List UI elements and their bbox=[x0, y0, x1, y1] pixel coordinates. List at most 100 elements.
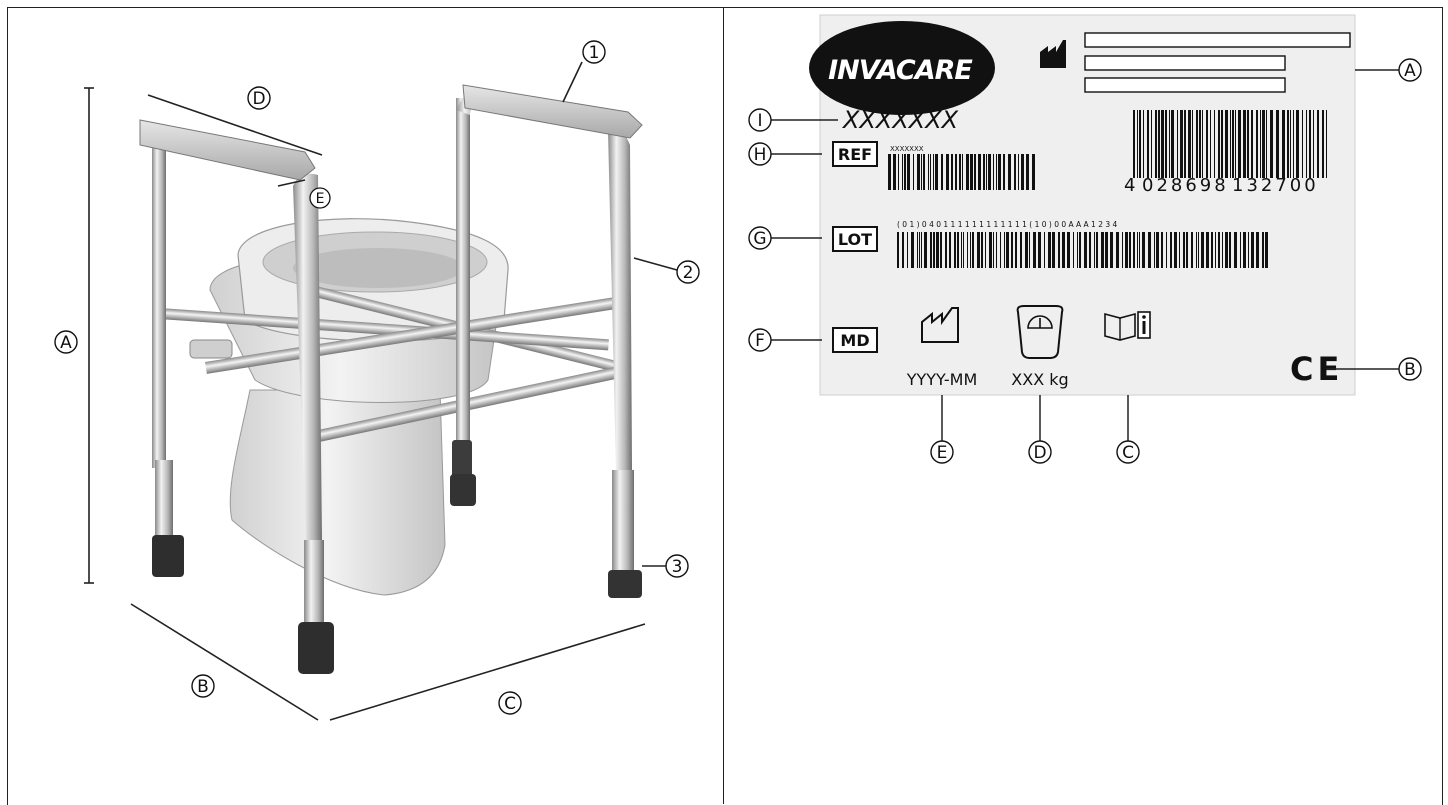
label-callout-f: F bbox=[748, 328, 772, 352]
md-box bbox=[832, 327, 878, 353]
barcode-bar bbox=[1139, 232, 1140, 268]
barcode-bar bbox=[1033, 232, 1036, 268]
toilet-pedestal bbox=[229, 389, 446, 596]
barcode-bar bbox=[888, 154, 891, 190]
dimension-lines bbox=[84, 61, 678, 721]
barcode-bar bbox=[985, 232, 986, 268]
barcode-bar bbox=[1243, 110, 1246, 178]
barcode-bar bbox=[996, 232, 997, 268]
ean-right-digits: 132700 bbox=[1232, 175, 1319, 196]
barcode-bar bbox=[1156, 232, 1159, 268]
barcode-bar bbox=[1218, 232, 1220, 268]
barcode-bar bbox=[936, 232, 939, 268]
ean-barcode bbox=[1133, 110, 1327, 178]
barcode-bar bbox=[1243, 232, 1246, 268]
date-text: YYYY-MM bbox=[906, 370, 978, 389]
barcode-bar bbox=[1210, 110, 1211, 178]
barcode-bar bbox=[1048, 232, 1051, 268]
barcode-bar bbox=[1192, 110, 1193, 178]
barcode-bar bbox=[1229, 232, 1231, 268]
barcode-bar bbox=[1293, 110, 1294, 178]
barcode-bar bbox=[1161, 110, 1164, 178]
barcode-bar bbox=[1198, 232, 1199, 268]
panel-divider bbox=[723, 7, 724, 804]
barcode-bar bbox=[1313, 110, 1314, 178]
barcode-bar bbox=[1058, 232, 1060, 268]
barcode-bar bbox=[951, 154, 953, 190]
barcode-bar bbox=[935, 154, 938, 190]
barcode-bar bbox=[933, 232, 935, 268]
barcode-bar bbox=[1155, 110, 1157, 178]
barcode-bar bbox=[1196, 110, 1198, 178]
barcode-bar bbox=[1201, 232, 1204, 268]
barcode-bar bbox=[1170, 232, 1172, 268]
weight-text: XXX kg bbox=[1011, 370, 1068, 389]
barcode-bar bbox=[1232, 110, 1234, 178]
barcode-bar bbox=[1256, 232, 1259, 268]
barcode-bar bbox=[1225, 232, 1228, 268]
barcode-bar bbox=[1151, 110, 1152, 178]
barcode-bar bbox=[963, 232, 964, 268]
seat-bracket bbox=[189, 339, 233, 359]
barcode-bar bbox=[978, 154, 981, 190]
barcode-bar bbox=[1161, 232, 1163, 268]
barcode-bar bbox=[1133, 232, 1135, 268]
barcode-bar bbox=[1302, 110, 1303, 178]
svg-text:E: E bbox=[937, 443, 948, 463]
barcode-bar bbox=[955, 154, 957, 190]
svg-text:B: B bbox=[1404, 360, 1416, 380]
lot-box bbox=[832, 226, 878, 252]
barcode-bar bbox=[930, 154, 931, 190]
barcode-bar bbox=[962, 154, 963, 190]
barcode-bar bbox=[1266, 110, 1267, 178]
barcode-bar bbox=[898, 154, 899, 190]
barcode-bar bbox=[945, 232, 947, 268]
barcode-bar bbox=[1196, 232, 1197, 268]
barcode-bar bbox=[1011, 232, 1013, 268]
barcode-bar bbox=[1032, 154, 1035, 190]
barcode-bar bbox=[1240, 232, 1241, 268]
barcode-bar bbox=[959, 154, 961, 190]
barcode-bar bbox=[996, 154, 997, 190]
barcode-bar bbox=[1004, 232, 1005, 268]
barcode-bar bbox=[917, 232, 918, 268]
barcode-bar bbox=[977, 232, 980, 268]
barcode-bar bbox=[902, 154, 903, 190]
barcode-bar bbox=[928, 154, 929, 190]
barcode-bar bbox=[957, 232, 959, 268]
lot-barcode bbox=[897, 232, 1268, 268]
barcode-bar bbox=[1079, 232, 1081, 268]
barcode-bar bbox=[1270, 110, 1273, 178]
barcode-bar bbox=[966, 154, 969, 190]
barcode-bar bbox=[1142, 232, 1145, 268]
barcode-bar bbox=[921, 232, 922, 268]
svg-text:2: 2 bbox=[683, 263, 694, 283]
barcode-bar bbox=[907, 232, 908, 268]
barcode-bar bbox=[1015, 232, 1017, 268]
barcode-bar bbox=[1169, 110, 1170, 178]
barcode-bar bbox=[1282, 110, 1285, 178]
barcode-bar bbox=[1218, 110, 1220, 178]
svg-text:A: A bbox=[1404, 61, 1416, 81]
barcode-bar bbox=[1235, 110, 1236, 178]
barcode-bar bbox=[1021, 154, 1024, 190]
barcode-bar bbox=[1025, 232, 1028, 268]
callout-dim-a: A bbox=[54, 330, 78, 354]
manufacturer-field-1 bbox=[1084, 32, 1351, 48]
barcode-bar bbox=[1018, 154, 1019, 190]
barcode-bar bbox=[1177, 110, 1178, 178]
barcode-bar bbox=[1188, 110, 1191, 178]
barcode-bar bbox=[1265, 232, 1268, 268]
callout-part-3: 3 bbox=[665, 554, 689, 578]
barcode-bar bbox=[1062, 232, 1065, 268]
barcode-bar bbox=[1122, 232, 1123, 268]
barcode-bar bbox=[1180, 110, 1183, 178]
barcode-bar bbox=[1105, 232, 1108, 268]
barcode-bar bbox=[1214, 110, 1215, 178]
barcode-bar bbox=[1077, 232, 1078, 268]
barcode-bar bbox=[1309, 110, 1311, 178]
barcode-bar bbox=[1171, 110, 1174, 178]
barcode-bar bbox=[983, 154, 985, 190]
manufacturer-field-2 bbox=[1084, 55, 1286, 71]
barcode-bar bbox=[1230, 110, 1231, 178]
